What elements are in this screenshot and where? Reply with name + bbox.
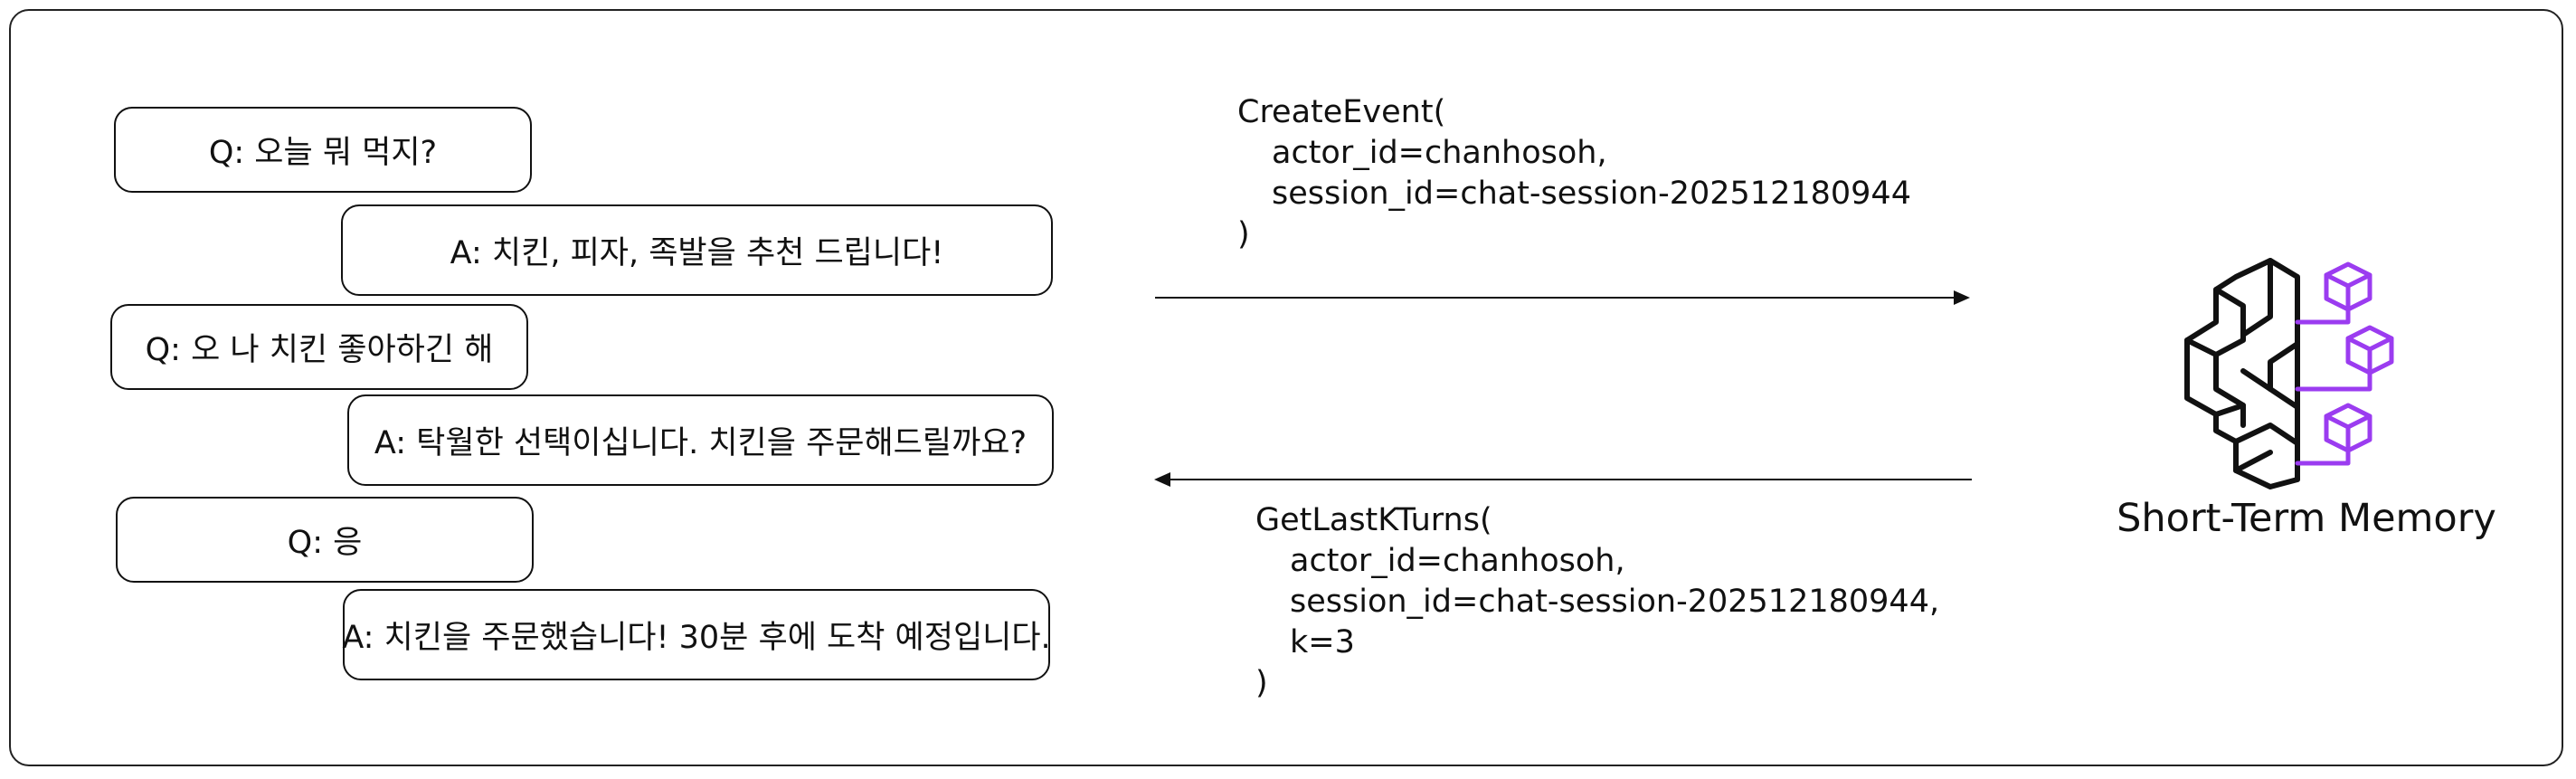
get-last-k-close: ) [1255,665,1268,701]
right-arrow [1155,290,1970,305]
get-last-k-open: GetLastKTurns( [1255,502,1492,538]
short-term-memory-label: Short-Term Memory [2117,496,2496,541]
create-event-open: CreateEvent( [1237,94,1446,130]
chat-bubble-answer-3: A: 치킨을 주문했습니다! 30분 후에 도착 예정입니다. [342,589,1051,680]
get-last-k-actor: actor_id=chanhosoh, [1290,543,1625,579]
create-event-actor: actor_id=chanhosoh, [1272,135,1607,171]
get-last-k-turns-call: GetLastKTurns( actor_id=chanhosoh, sessi… [1255,500,1939,704]
left-arrow [1154,472,1972,487]
diagram-frame [9,9,2563,766]
chat-bubble-answer-1: A: 치킨, 피자, 족발을 추천 드립니다! [341,204,1053,296]
chat-bubble-question-3: Q: 응 [116,497,534,583]
create-event-call: CreateEvent( actor_id=chanhosoh, session… [1237,92,1911,255]
chat-bubble-question-2: Q: 오 나 치킨 좋아하긴 해 [110,304,528,390]
chat-bubble-answer-2: A: 탁월한 선택이십니다. 치킨을 주문해드릴까요? [347,394,1054,486]
get-last-k-k: k=3 [1290,624,1355,660]
get-last-k-session: session_id=chat-session-202512180944, [1290,584,1940,620]
create-event-close: ) [1237,216,1250,252]
chat-bubble-question-1: Q: 오늘 뭐 먹지? [114,107,532,193]
brain-network-icon [2184,258,2394,489]
create-event-session: session_id=chat-session-202512180944 [1272,176,1911,212]
